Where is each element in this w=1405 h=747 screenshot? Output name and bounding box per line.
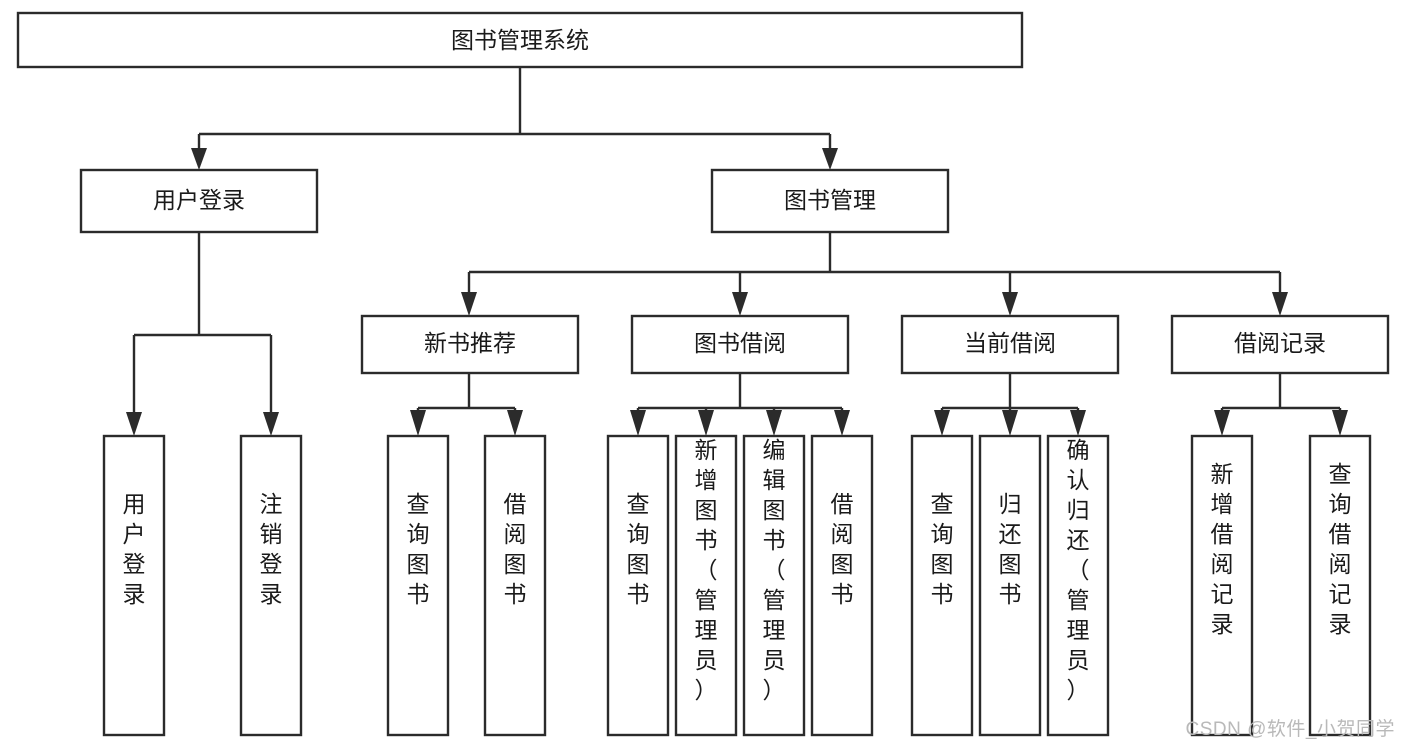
connector-layer: [126, 67, 1348, 436]
arrow-head-new-book-recommend: [461, 292, 477, 316]
arrow-head-leaf-current-borrow-2: [1002, 410, 1018, 436]
node-book-borrow[interactable]: 图书借阅: [630, 314, 850, 375]
leaf-book-borrow-2[interactable]: 新增图书（管理员）: [674, 434, 738, 737]
arrow-head-current-borrow: [1002, 292, 1018, 316]
leaf-user-login-1[interactable]: 用户登录: [102, 434, 166, 737]
leaf-borrow-record-1-box[interactable]: [1190, 434, 1254, 737]
leaf-current-borrow-1-box[interactable]: [910, 434, 974, 737]
leaf-new-book-2[interactable]: 借阅图书: [483, 434, 547, 737]
leaf-user-login-1-label: 用户登录: [123, 491, 146, 607]
arrow-head-book-manage: [822, 148, 838, 170]
node-user-login-box[interactable]: [79, 168, 319, 234]
leaf-book-borrow-4[interactable]: 借阅图书: [810, 434, 874, 737]
node-book-borrow-box[interactable]: [630, 314, 850, 375]
leaf-book-borrow-3-label: 编辑图书（管理员）: [763, 437, 786, 703]
arrow-head-leaf-current-borrow-1: [934, 410, 950, 436]
leaf-book-borrow-3[interactable]: 编辑图书（管理员）: [742, 434, 806, 737]
arrow-head-user-login: [191, 148, 207, 170]
node-root-system-box[interactable]: [16, 11, 1024, 69]
node-book-manage-label: 图书管理: [784, 187, 876, 213]
node-user-login[interactable]: 用户登录: [79, 168, 319, 234]
leaf-current-borrow-3[interactable]: 确认归还（管理员）: [1046, 434, 1110, 737]
leaf-borrow-record-2-label: 查询借阅记录: [1329, 461, 1352, 637]
leaf-book-borrow-2-label: 新增图书（管理员）: [695, 437, 718, 703]
node-book-borrow-label: 图书借阅: [694, 330, 786, 356]
node-book-manage[interactable]: 图书管理: [710, 168, 950, 234]
arrow-head-leaf-book-borrow-2: [698, 410, 714, 436]
leaf-new-book-1-label: 查询图书: [407, 491, 430, 607]
leaf-borrow-record-1-label: 新增借阅记录: [1211, 461, 1234, 637]
leaf-current-borrow-2[interactable]: 归还图书: [978, 434, 1042, 737]
node-borrow-record-label: 借阅记录: [1234, 330, 1326, 356]
node-current-borrow-box[interactable]: [900, 314, 1120, 375]
leaf-user-login-2-label: 注销登录: [260, 491, 283, 607]
arrow-head-leaf-user-login-2: [263, 412, 279, 436]
node-new-book-recommend-box[interactable]: [360, 314, 580, 375]
arrow-head-leaf-user-login-1: [126, 412, 142, 436]
arrow-head-leaf-new-book-2: [507, 410, 523, 436]
leaf-book-borrow-1-label: 查询图书: [627, 491, 650, 607]
leaf-user-login-1-box[interactable]: [102, 434, 166, 737]
leaf-current-borrow-1-label: 查询图书: [931, 491, 954, 607]
leaf-book-borrow-4-label: 借阅图书: [831, 491, 854, 607]
arrow-head-leaf-book-borrow-1: [630, 410, 646, 436]
arrow-head-leaf-new-book-1: [410, 410, 426, 436]
leaf-book-borrow-4-box[interactable]: [810, 434, 874, 737]
leaf-borrow-record-1[interactable]: 新增借阅记录: [1190, 434, 1254, 737]
node-current-borrow[interactable]: 当前借阅: [900, 314, 1120, 375]
leaf-current-borrow-2-box[interactable]: [978, 434, 1042, 737]
arrow-head-leaf-borrow-record-2: [1332, 410, 1348, 436]
leaf-new-book-1[interactable]: 查询图书: [386, 434, 450, 737]
leaf-new-book-1-box[interactable]: [386, 434, 450, 737]
csdn-watermark: CSDN @软件_小贺同学: [1185, 719, 1395, 740]
arrow-head-book-borrow: [732, 292, 748, 316]
node-borrow-record[interactable]: 借阅记录: [1170, 314, 1390, 375]
leaf-book-borrow-1[interactable]: 查询图书: [606, 434, 670, 737]
leaf-book-borrow-1-box[interactable]: [606, 434, 670, 737]
arrow-head-leaf-current-borrow-3: [1070, 410, 1086, 436]
leaf-borrow-record-2[interactable]: 查询借阅记录: [1308, 434, 1372, 737]
leaf-book-borrow-2-box[interactable]: [674, 434, 738, 737]
node-root-system-label: 图书管理系统: [451, 27, 589, 53]
node-book-manage-box[interactable]: [710, 168, 950, 234]
node-new-book-recommend[interactable]: 新书推荐: [360, 314, 580, 375]
leaf-book-borrow-3-box[interactable]: [742, 434, 806, 737]
node-user-login-label: 用户登录: [153, 187, 245, 213]
leaf-user-login-2[interactable]: 注销登录: [239, 434, 303, 737]
leaf-new-book-2-label: 借阅图书: [504, 491, 527, 607]
node-borrow-record-box[interactable]: [1170, 314, 1390, 375]
leaf-borrow-record-2-box[interactable]: [1308, 434, 1372, 737]
leaf-current-borrow-1[interactable]: 查询图书: [910, 434, 974, 737]
leaf-new-book-2-box[interactable]: [483, 434, 547, 737]
leaf-current-borrow-3-box[interactable]: [1046, 434, 1110, 737]
leaf-current-borrow-2-label: 归还图书: [999, 491, 1022, 607]
leaf-user-login-2-box[interactable]: [239, 434, 303, 737]
arrow-head-borrow-record: [1272, 292, 1288, 316]
node-new-book-recommend-label: 新书推荐: [424, 330, 516, 356]
leaf-current-borrow-3-label: 确认归还（管理员）: [1067, 437, 1090, 703]
node-current-borrow-label: 当前借阅: [964, 330, 1056, 356]
node-root-system[interactable]: 图书管理系统: [16, 11, 1024, 69]
arrow-head-leaf-book-borrow-4: [834, 410, 850, 436]
arrow-head-leaf-book-borrow-3: [766, 410, 782, 436]
arrow-head-leaf-borrow-record-1: [1214, 410, 1230, 436]
